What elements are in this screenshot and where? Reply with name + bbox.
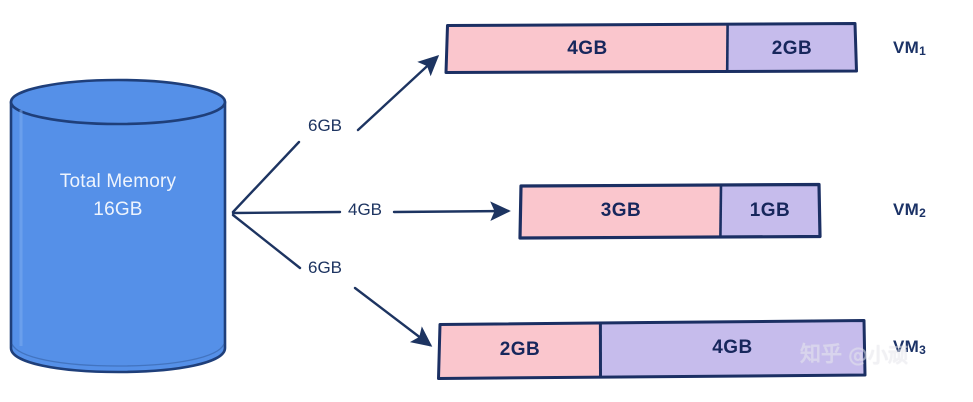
edge-label-vm1: 6GB [305,116,346,136]
allocation-arrows [231,55,511,347]
vm1-segment-2 [727,23,857,72]
edge-label-vm2: 4GB [345,200,386,220]
vm1-segment-1 [446,24,728,73]
vm3-index: 3 [919,343,927,357]
vm1-index: 1 [919,44,927,58]
arrow-vm3-tail [231,213,302,270]
arrow-vm1-tail [231,140,301,214]
vm2-segment-divider [719,185,723,238]
vm2-bar-outline [518,182,822,240]
vm2-segment-1 [520,185,721,238]
vm1-name-label: VM1 [893,38,926,58]
arrow-vm2-tail [231,210,342,215]
arrow-vm2-head [392,201,511,221]
vm3-name-label: VM3 [893,337,926,357]
vm2-name-label: VM2 [893,200,926,220]
arrow-vm1-head [356,55,440,132]
vm2-segment-2 [720,184,820,238]
cylinder-body [9,100,227,374]
cylinder-top [9,78,227,126]
vm3-name-text: VM [893,337,920,356]
vm1-name-text: VM [893,38,920,57]
vm2-name-text: VM [893,200,920,219]
vm3-segment-2 [600,320,865,377]
memory-pool-cylinder [9,78,227,374]
arrow-vm3-head [353,286,433,347]
vm2-index: 2 [919,206,927,220]
vm2-memory-bar[interactable] [518,182,822,240]
vm1-bar-outline [444,22,858,74]
vm3-memory-bar[interactable] [437,319,867,380]
cylinder-bottom-rim [11,343,225,367]
edge-label-vm3: 6GB [305,258,346,278]
vm1-memory-bar[interactable] [444,22,858,74]
vm3-bar-outline [437,319,867,380]
vm3-segment-1 [438,323,601,379]
